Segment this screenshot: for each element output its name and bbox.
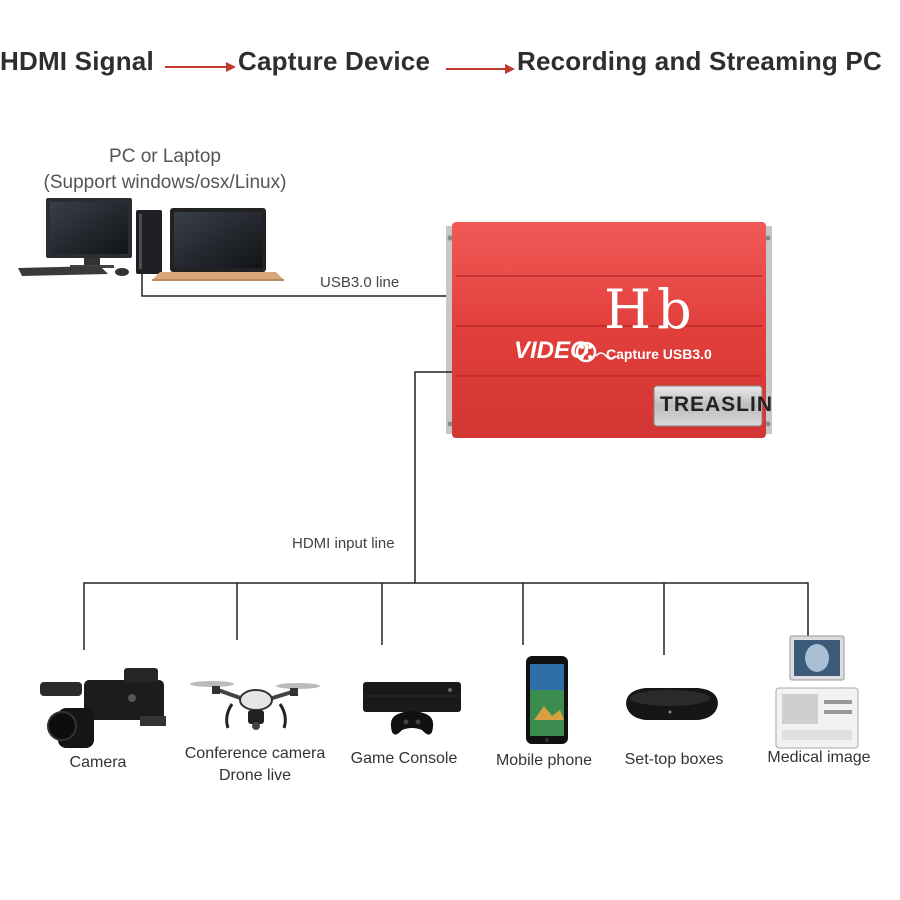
pc-workstation-icon	[18, 198, 284, 281]
device-hd-logo: Hb	[604, 278, 698, 341]
header-step-hdmi-signal: HDMI Signal	[0, 46, 154, 76]
set-top-box-icon	[626, 688, 718, 720]
mobile-phone-icon	[526, 656, 568, 744]
usb-line-label: USB3.0 line	[320, 274, 400, 291]
source-label-game-console: Game Console	[350, 750, 458, 767]
source-label-mobile-phone: Mobile phone	[495, 752, 593, 769]
distribution-bus	[83, 582, 809, 655]
film-reel-icon	[575, 341, 617, 363]
hdmi-line-label: HDMI input line	[292, 535, 395, 552]
device-video-text: VIDEO	[514, 337, 589, 364]
medical-scanner-icon	[775, 635, 859, 749]
game-console-icon	[363, 682, 461, 735]
video-camera-icon	[40, 668, 166, 748]
source-label-camera: Camera	[69, 754, 127, 771]
source-label-drone-live: Drone live	[218, 767, 292, 784]
flow-header: HDMI Signal Capture Device Recording and…	[0, 46, 900, 86]
drone-icon	[190, 681, 320, 730]
header-step-capture-device: Capture Device	[238, 46, 431, 76]
usb-line	[141, 274, 452, 297]
source-label-medical-image: Medical image	[767, 749, 871, 766]
hdmi-line	[414, 371, 452, 583]
header-step-recording-pc: Recording and Streaming PC	[517, 46, 882, 76]
header-arrow-1	[165, 62, 236, 72]
capture-device	[446, 222, 772, 438]
device-subtitle: Capture USB3.0	[606, 346, 712, 362]
device-brand: TREASLIN	[660, 393, 773, 416]
pc-caption-title: PC or Laptop	[109, 146, 221, 167]
source-label-set-top-boxes: Set-top boxes	[624, 751, 724, 768]
source-label-conference-camera: Conference camera	[184, 745, 326, 762]
header-arrow-2	[446, 64, 515, 74]
pc-caption-os: (Support windows/osx/Linux)	[43, 172, 287, 193]
